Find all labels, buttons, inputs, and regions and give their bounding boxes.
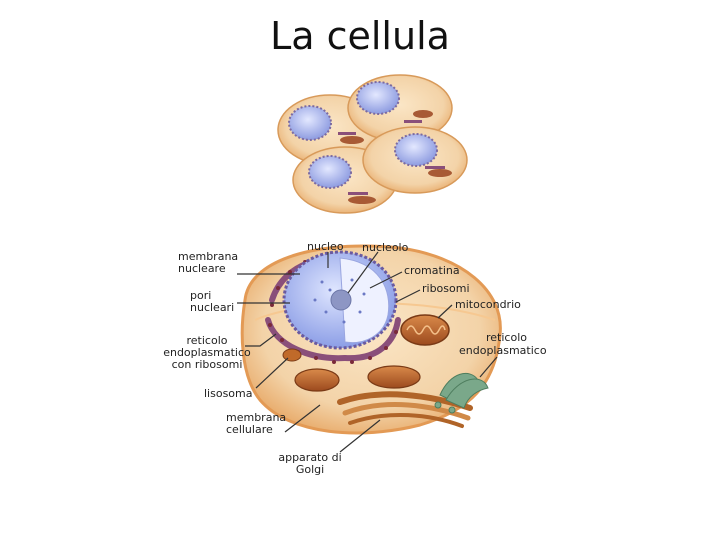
label-membrana-cellulare-line1: membrana xyxy=(226,411,287,424)
label-pori-nucleari-line2: nucleari xyxy=(190,301,235,314)
leader-lisosoma xyxy=(255,357,289,389)
label-nucleo: nucleo xyxy=(307,240,344,253)
label-mitocondrio: mitocondrio xyxy=(455,298,521,311)
leader-reticolo-liscio xyxy=(479,356,498,378)
label-ribosomi: ribosomi xyxy=(422,282,470,295)
chromatin-dots xyxy=(313,278,366,324)
label-reticolo-ruvido: reticolo endoplasmatico con ribosomi xyxy=(162,335,252,371)
leader-membrana-cellulare xyxy=(284,404,321,433)
label-lisosoma: lisosoma xyxy=(204,387,253,400)
small-nucleus-1 xyxy=(288,105,332,141)
nucleolus xyxy=(330,289,352,311)
label-membrana-cellulare: membrana cellulare xyxy=(226,412,286,436)
lysosome xyxy=(282,348,302,362)
smooth-er xyxy=(434,372,489,414)
label-reticolo-ruvido-line3: con ribosomi xyxy=(171,358,243,371)
label-reticolo-liscio-2: endoplasmatico xyxy=(459,345,547,357)
small-nucleus-4 xyxy=(394,133,438,167)
label-membrana-nucleare-line2: nucleare xyxy=(178,262,226,275)
leader-reticolo-ruvido xyxy=(245,333,277,347)
label-reticolo-ruvido-line2: endoplasmatico xyxy=(163,346,251,359)
small-nucleus-3 xyxy=(308,155,352,189)
label-membrana-nucleare-line1: membrana xyxy=(178,250,239,263)
label-reticolo-liscio: reticolo xyxy=(486,332,527,344)
mitochondria xyxy=(294,314,450,392)
detailed-cell xyxy=(240,244,502,435)
leader-lines xyxy=(237,251,498,453)
cell-tissue-illustration xyxy=(277,74,468,214)
label-pori-nucleari: pori nucleari xyxy=(190,290,234,314)
leader-mitocondrio xyxy=(437,304,453,319)
label-reticolo-liscio-line2: endoplasmatico xyxy=(459,344,547,357)
label-golgi-line1: apparato di xyxy=(278,451,342,464)
label-nucleolo: nucleolo xyxy=(362,241,409,254)
label-apparato-golgi: apparato di Golgi xyxy=(270,452,350,476)
label-reticolo-liscio-line1: reticolo xyxy=(486,331,527,344)
leader-ribosomi xyxy=(395,289,421,303)
label-reticolo-ruvido-line1: reticolo xyxy=(186,334,228,347)
small-nucleus-2 xyxy=(356,81,400,115)
leader-nucleolo xyxy=(347,251,379,294)
label-cromatina: cromatina xyxy=(404,264,460,277)
leader-golgi xyxy=(339,419,381,453)
leader-cromatina xyxy=(369,271,403,289)
label-golgi-line2: Golgi xyxy=(295,463,325,476)
page-title: La cellula xyxy=(270,14,450,58)
label-membrana-cellulare-line2: cellulare xyxy=(226,423,273,436)
small-organelles xyxy=(338,110,452,204)
label-membrana-nucleare: membrana nucleare xyxy=(178,251,238,275)
label-pori-nucleari-line1: pori xyxy=(190,289,212,302)
